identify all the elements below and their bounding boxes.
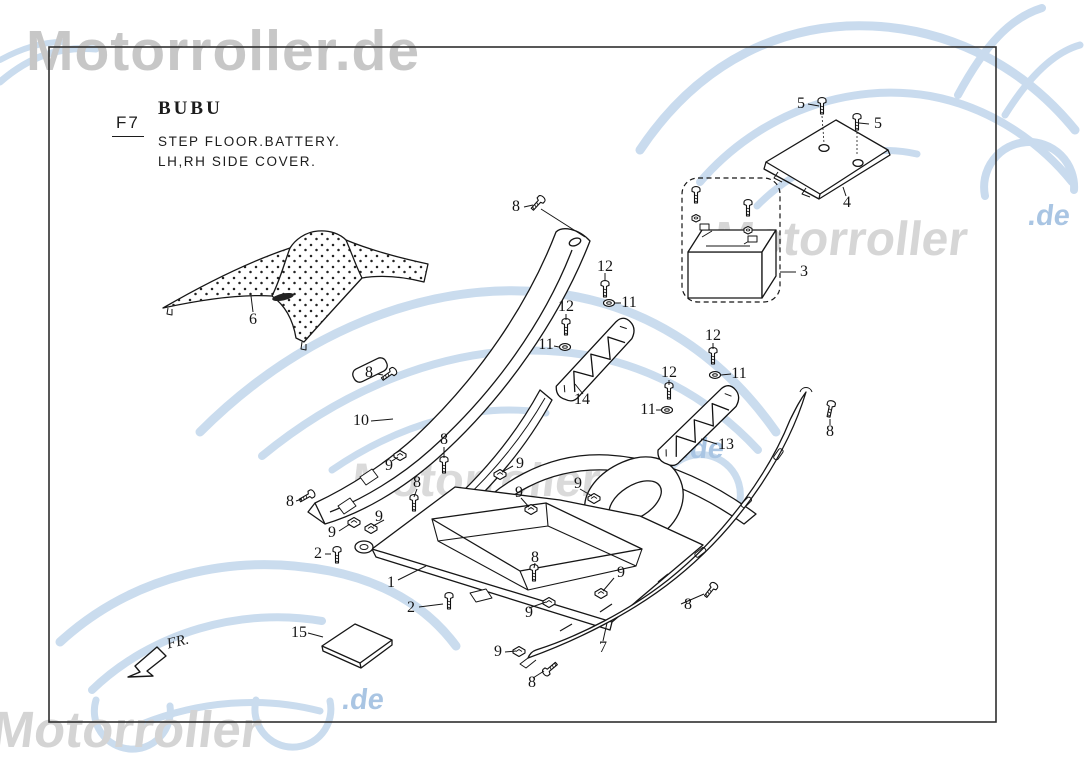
part-callout-9: 9	[515, 484, 523, 501]
part-15-rubber-pad	[321, 623, 393, 669]
part-3-battery	[681, 177, 781, 303]
leader-lines	[250, 103, 870, 679]
part-callout-8: 8	[684, 596, 692, 613]
part-callout-5: 5	[874, 115, 882, 132]
part-callout-8: 8	[365, 364, 373, 381]
part-callout-9: 9	[375, 508, 383, 525]
part-callout-14: 14	[574, 391, 590, 408]
part-callout-6: 6	[249, 311, 257, 328]
part-callout-7: 7	[599, 639, 607, 656]
part-callout-9: 9	[328, 524, 336, 541]
part-callout-11: 11	[621, 294, 637, 311]
part-callout-9: 9	[494, 643, 502, 660]
part-6-step-mat	[162, 230, 429, 351]
part-callout-9: 9	[385, 457, 393, 474]
part-callout-9: 9	[574, 475, 582, 492]
part-callout-12: 12	[705, 327, 721, 344]
part-callout-8: 8	[440, 431, 448, 448]
part-7-side-cover-rh	[519, 387, 813, 669]
part-callout-10: 10	[353, 412, 369, 429]
page-frame	[48, 46, 997, 723]
figure-title-line1: STEP FLOOR.BATTERY.	[158, 134, 341, 149]
part-callout-13: 13	[718, 436, 734, 453]
part-callout-8: 8	[531, 549, 539, 566]
part-1-floor-panel	[354, 486, 704, 631]
part-callout-8: 8	[826, 423, 834, 440]
part-callout-11: 11	[538, 336, 554, 353]
part-callout-8: 8	[286, 493, 294, 510]
fr-arrow	[127, 646, 167, 678]
model-name: BUBU	[158, 98, 223, 119]
part-callout-8: 8	[413, 474, 421, 491]
sketch-top-left-corner	[0, 39, 100, 86]
part-callout-9: 9	[525, 604, 533, 621]
part-callout-2: 2	[407, 599, 415, 616]
floor-arch	[451, 454, 757, 545]
part-callout-12: 12	[597, 258, 613, 275]
figure-title-line2: LH,RH SIDE COVER.	[158, 154, 317, 169]
part-callout-3: 3	[800, 263, 808, 280]
part-callout-4: 4	[843, 194, 851, 211]
part-callout-12: 12	[661, 364, 677, 381]
scooter-sketch-bottom-left	[55, 560, 461, 753]
part-callout-12: 12	[558, 298, 574, 315]
part-callout-8: 8	[528, 674, 536, 691]
part-callout-9: 9	[516, 455, 524, 472]
part-callout-11: 11	[731, 365, 747, 382]
part-10-side-cover-lh	[307, 228, 591, 525]
part-4-battery-cover	[763, 96, 891, 200]
part-callout-2: 2	[314, 545, 322, 562]
part-callout-1: 1	[387, 574, 395, 591]
figure-code: F7	[112, 113, 144, 137]
scooter-sketch-top-right	[635, 4, 1084, 210]
part-callout-15: 15	[291, 624, 307, 641]
part-callout-5: 5	[797, 95, 805, 112]
part-callout-9: 9	[617, 564, 625, 581]
part-callout-11: 11	[640, 401, 656, 418]
part-callout-8: 8	[512, 198, 520, 215]
